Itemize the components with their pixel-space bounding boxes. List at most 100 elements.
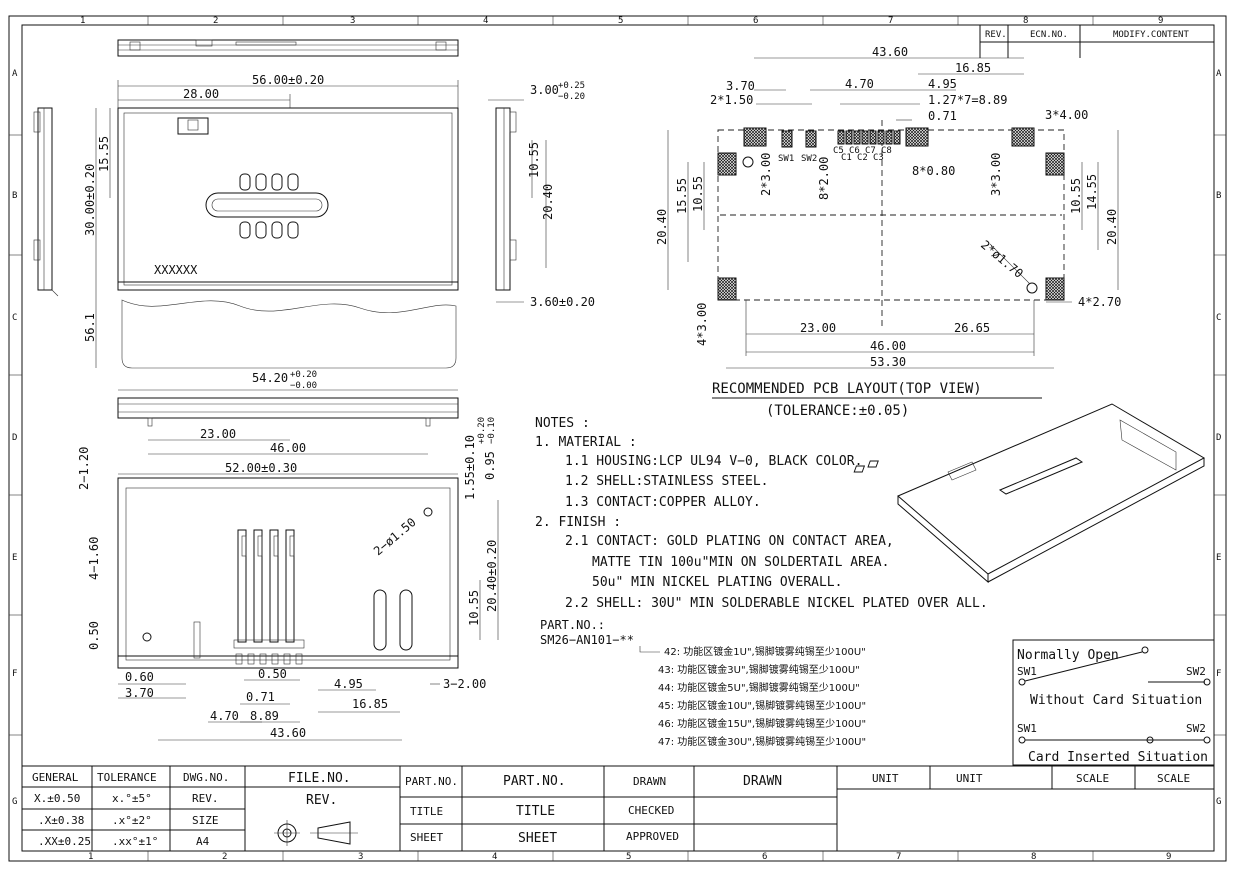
tb-unit-header: UNIT (872, 772, 899, 785)
pcb-dim-4x3-00: 4*3.00 (695, 303, 709, 346)
zone-top-3: 3 (350, 16, 355, 26)
pcb-dim-1-27x7: 1.27*7=8.89 (928, 93, 1007, 107)
dim-0-95-minus: −0.10 (487, 417, 497, 444)
dim-56-00: 56.00±0.20 (252, 73, 324, 87)
dim-0-71: 0.71 (246, 690, 275, 704)
tb-rev-header: REV. (192, 792, 219, 805)
projection-symbol-icon (274, 820, 358, 846)
zone-left-f: F (12, 669, 17, 679)
notes-finish-shell: 2.2 SHELL: 30U" MIN SOLDERABLE NICKEL PL… (565, 596, 988, 611)
tb-drawn-value: DRAWN (743, 774, 782, 789)
zone-top-4: 4 (483, 16, 488, 26)
zone-left-b: B (12, 191, 17, 201)
tb-tol-x2-angle: .xx°±1° (112, 835, 158, 848)
option-47: 47: 功能区镀金30U",锡脚镀雾纯锡至少100U" (658, 735, 866, 748)
pcb-dim-4-70: 4.70 (845, 77, 874, 91)
switch-sw2-open: SW2 (1186, 665, 1206, 678)
dim-54-20-plus: +0.20 (290, 370, 317, 380)
zone-top-1: 1 (80, 16, 85, 26)
label-c8: C8 (881, 146, 892, 156)
pcb-dim-53-30: 53.30 (870, 355, 906, 369)
dim-20-40-bottom: 20.40±0.20 (485, 540, 499, 612)
pcb-dim-2x3-00: 2*3.00 (759, 153, 773, 196)
pcb-dim-8x0-80: 8*0.80 (912, 164, 955, 178)
zone-bottom-2: 2 (222, 852, 227, 862)
dim-1-55: 1.55±0.10 (463, 435, 477, 500)
connector-left-side-view (33, 107, 59, 297)
tb-rev-value: REV. (306, 793, 337, 808)
pcb-dim-23-00: 23.00 (800, 321, 836, 335)
pcb-dim-43-60: 43.60 (872, 45, 908, 59)
tb-sheet-header: SHEET (410, 831, 443, 844)
zone-right-g: G (1216, 797, 1221, 807)
label-sw1: SW1 (778, 154, 794, 164)
dim-2-1-20: 2−1.20 (77, 447, 91, 490)
zone-top-5: 5 (618, 16, 623, 26)
switch-without-card: Without Card Situation (1030, 693, 1202, 708)
dim-30-00: 30.00±0.20 (83, 164, 97, 236)
zone-left-c: C (12, 313, 17, 323)
dim-54-20-minus: −0.00 (290, 381, 317, 391)
zone-left-a: A (12, 69, 18, 79)
switch-sw1-open: SW1 (1017, 665, 1037, 678)
frame: 1 2 3 4 5 6 7 8 9 1 2 3 4 5 6 7 8 9 A B … (8, 15, 1227, 862)
part-no-label: PART.NO.: (540, 618, 605, 632)
pcb-dim-3x4-00: 3*4.00 (1045, 108, 1088, 122)
zone-bottom-1: 1 (88, 852, 93, 862)
dim-52-00: 52.00±0.30 (225, 461, 297, 475)
pcb-dim-3x3-00: 3*3.00 (989, 153, 1003, 196)
zone-right-b: B (1216, 191, 1221, 201)
pcb-dim-16-85: 16.85 (955, 61, 991, 75)
zone-bottom-4: 4 (492, 852, 497, 862)
dim-4-95: 4.95 (334, 677, 363, 691)
zone-bottom-3: 3 (358, 852, 363, 862)
tb-tol-x1: .X±0.38 (38, 814, 84, 827)
dim-10-55-bottom: 10.55 (467, 590, 481, 626)
label-c2: C2 (857, 153, 868, 163)
label-c5: C5 (833, 146, 844, 156)
tb-dwg-no: DWG.NO. (183, 771, 229, 784)
dim-20-40-side: 20.40 (541, 184, 555, 220)
dim-0-60: 0.60 (125, 670, 154, 684)
option-45: 45: 功能区镀金10U",锡脚镀雾纯锡至少100U" (658, 699, 866, 712)
tb-part-no-value: PART.NO. (503, 774, 566, 789)
dim-28-00: 28.00 (183, 87, 219, 101)
zone-top-7: 7 (888, 16, 893, 26)
tb-sheet-value: SHEET (518, 831, 557, 846)
label-c1: C1 (841, 153, 852, 163)
dim-4-70: 4.70 (210, 709, 239, 723)
pcb-dim-10-55-right: 10.55 (1069, 178, 1083, 214)
pcb-dim-2x1-50: 2*1.50 (710, 93, 753, 107)
label-c6: C6 (849, 146, 860, 156)
pcb-dim-4x2-70: 4*2.70 (1078, 295, 1121, 309)
pcb-dim-20-40-right: 20.40 (1105, 209, 1119, 245)
pcb-dim-15-55-left: 15.55 (675, 178, 689, 214)
notes-contact: 1.3 CONTACT:COPPER ALLOY. (565, 495, 761, 510)
zone-left-e: E (12, 553, 17, 563)
tb-tolerance: TOLERANCE (97, 771, 157, 784)
dim-54-20: 54.20 (252, 371, 288, 385)
option-46: 46: 功能区镀金15U",锡脚镀雾纯锡至少100U" (658, 717, 866, 730)
pcb-dim-10-55-left: 10.55 (691, 176, 705, 212)
dim-3-00: 3.00 (530, 83, 559, 97)
tb-checked-header: CHECKED (628, 804, 674, 817)
option-44: 44: 功能区镀金5U",锡脚镀雾纯锡至少100U" (658, 681, 860, 694)
rev-header: REV. (985, 30, 1007, 40)
dim-0-95: 0.95 (483, 451, 497, 480)
pcb-dim-20-40-left: 20.40 (655, 209, 669, 245)
connector-3d-view (853, 403, 1206, 584)
dim-2-dia-1-50: 2−ø1.50 (371, 515, 419, 558)
label-sw2: SW2 (801, 154, 817, 164)
pcb-dim-14-55-right: 14.55 (1085, 174, 1099, 210)
dim-4-1-60: 4−1.60 (87, 537, 101, 580)
dim-0-50: 0.50 (258, 667, 287, 681)
zone-top-8: 8 (1023, 16, 1028, 26)
connector-bottom-view: 54.20 +0.20 −0.00 23.00 46.00 52.00±0.30 (77, 370, 499, 741)
tb-tol-x2: .XX±0.25 (38, 835, 91, 848)
option-42: 42: 功能区镀金1U",锡脚镀雾纯锡至少100U" (664, 645, 866, 658)
dim-56-1: 56.1 (83, 313, 97, 342)
dim-3-00-minus: −0.20 (558, 92, 585, 102)
dim-10-55-side: 10.55 (527, 142, 541, 178)
switch-normally-open: Normally Open (1017, 648, 1119, 663)
tb-title-header: TITLE (410, 805, 443, 818)
